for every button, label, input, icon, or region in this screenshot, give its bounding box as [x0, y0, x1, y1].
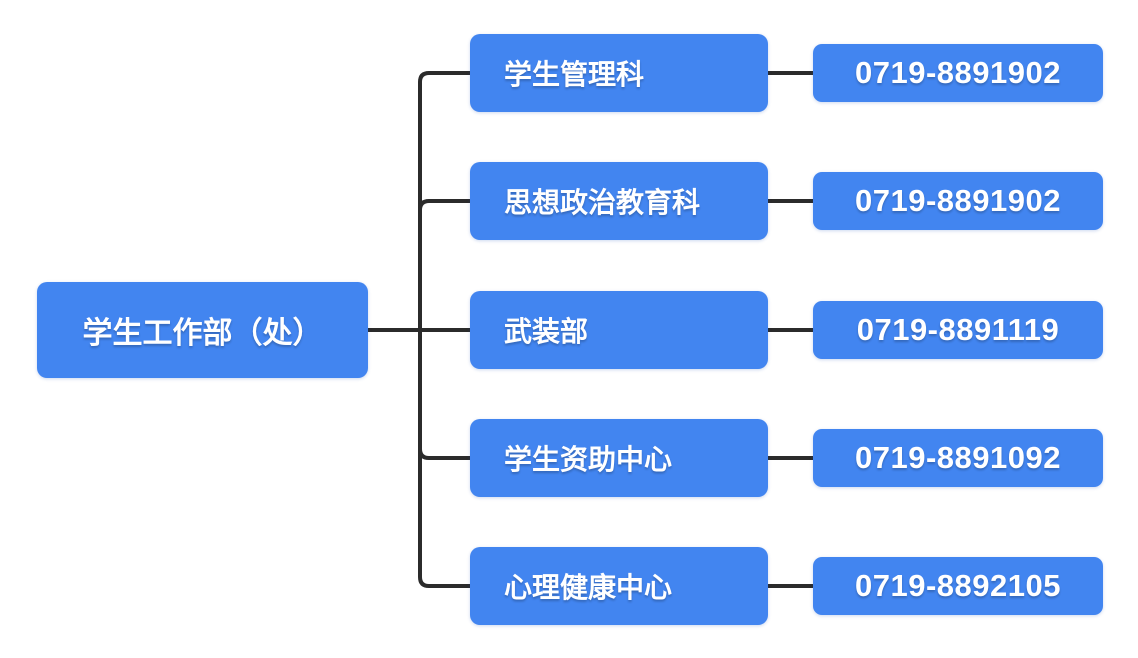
dept-node-student-financial-aid-center: 学生资助中心 — [470, 419, 768, 497]
phone-node-armed-forces: 0719-8891119 — [813, 301, 1103, 359]
dept-node-student-management: 学生管理科 — [470, 34, 768, 112]
connector-root-to-branch-5 — [418, 328, 472, 588]
phone-node-ideological-political-education: 0719-8891902 — [813, 172, 1103, 230]
root-node-student-affairs-dept: 学生工作部（处） — [37, 282, 368, 378]
connector-root-to-branch-2 — [418, 199, 472, 332]
phone-node-mental-health-center: 0719-8892105 — [813, 557, 1103, 615]
connector-root-to-branch-1 — [418, 71, 472, 332]
dept-node-ideological-political-education: 思想政治教育科 — [470, 162, 768, 240]
dept-node-mental-health-center: 心理健康中心 — [470, 547, 768, 625]
dept-node-armed-forces: 武装部 — [470, 291, 768, 369]
connector-root-to-branch-4 — [418, 328, 472, 460]
phone-node-student-financial-aid-center: 0719-8891092 — [813, 429, 1103, 487]
phone-node-student-management: 0719-8891902 — [813, 44, 1103, 102]
